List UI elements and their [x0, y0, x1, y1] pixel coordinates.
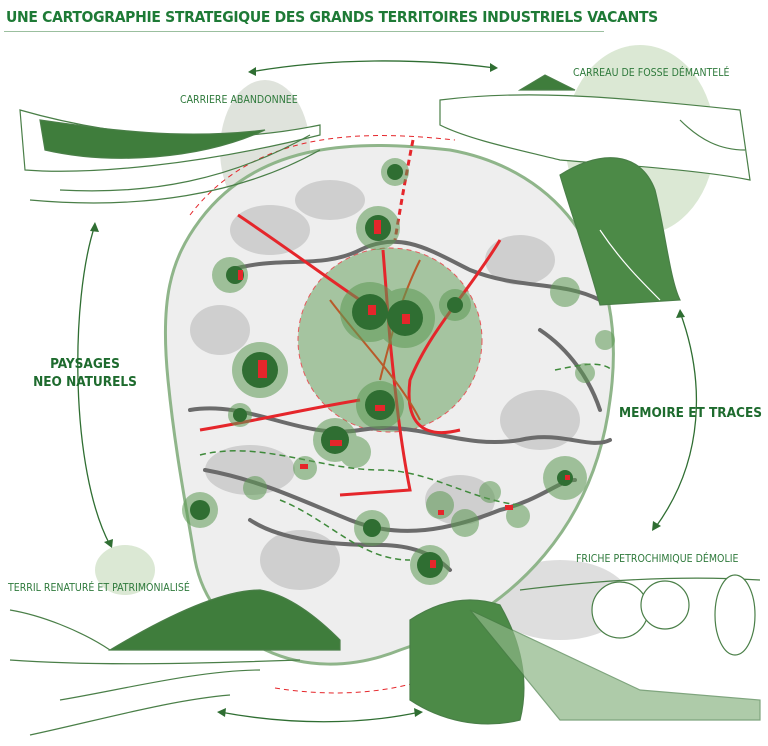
page-title: UNE CARTOGRAPHIE STRATEGIQUE DES GRANDS …: [6, 8, 658, 26]
theme-left-line1: PAYSAGES: [50, 356, 120, 372]
label-carriere-abandonnee: CARRIERE ABANDONNEE: [180, 94, 298, 106]
label-terril-renature: TERRIL RENATURÉ ET PATRIMONIALISÉ: [8, 582, 190, 594]
label-carreau-de-fosse: CARREAU DE FOSSE DÉMANTELÉ: [573, 67, 730, 79]
petro-illustration: [409, 574, 761, 725]
theme-left-line2: NEO NATURELS: [33, 374, 137, 390]
quarry-illustration: [19, 109, 321, 204]
title-divider: [4, 31, 604, 32]
vacant-sites: [182, 158, 615, 585]
arrow-heads: [90, 63, 685, 717]
slagheap-illustration: [9, 589, 341, 736]
pit-illustration: [439, 74, 751, 306]
theme-memoire-et-traces: MEMOIRE ET TRACES: [619, 405, 763, 421]
territory-boundary-dashed: [189, 135, 456, 216]
label-friche-petrochimique: FRICHE PETROCHIMIQUE DÉMOLIE: [576, 553, 739, 565]
slagheap-halo: [95, 545, 155, 595]
territory-boundary-dashed-bottom: [274, 659, 471, 694]
theme-paysages-neo-naturels: PAYSAGES NEO NATURELS: [25, 355, 145, 391]
urban-patches: [190, 180, 580, 590]
cycle-arrows: [77, 60, 698, 723]
